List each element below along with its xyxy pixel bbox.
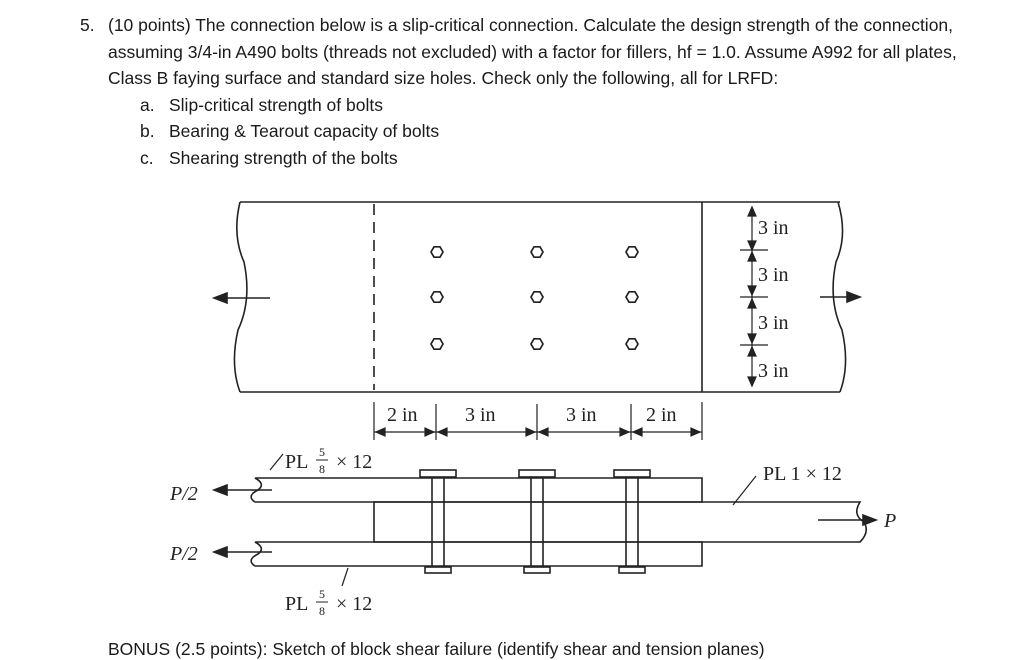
bonus-line-cut-off: BONUS (2.5 points): Sketch of block shea… (108, 639, 765, 659)
arrow-head (211, 291, 228, 305)
load-label-bottom: P/2 (169, 543, 198, 565)
bolt-hole (625, 245, 639, 259)
bolt-head (518, 469, 556, 478)
bolt-hole (430, 337, 444, 351)
dim-arrow (525, 427, 537, 437)
dim-label-v2: 3 in (758, 264, 789, 286)
break-line-left (233, 201, 248, 393)
label-suffix: × 12 (336, 593, 372, 615)
main-plate (373, 501, 868, 543)
bolt-hole (530, 337, 544, 351)
dim-arrow (747, 250, 757, 262)
statement-line-2: assuming 3/4-in A490 bolts (threads not … (108, 41, 957, 62)
load-arrow-top-left (211, 483, 272, 497)
dim-arrow (747, 345, 757, 357)
plan-load-arrow-right (820, 290, 863, 304)
label-suffix: × 12 (336, 451, 372, 473)
top-splice-plate (250, 477, 703, 503)
bolt-head (419, 469, 457, 478)
arrow-head (211, 483, 228, 497)
bolt-nut (618, 566, 646, 574)
label-prefix: PL (285, 451, 308, 473)
dim-label-h4: 2 in (646, 404, 677, 426)
dim-arrow (631, 427, 643, 437)
dim-arrow (690, 427, 702, 437)
dim-arrow (537, 427, 549, 437)
bolt-hole (530, 290, 544, 304)
dim-arrow (747, 285, 757, 297)
bolt-hole (430, 245, 444, 259)
item-text: Bearing & Tearout capacity of bolts (169, 121, 440, 141)
main-plate-label: PL 1 × 12 (763, 463, 842, 485)
dim-label-h3: 3 in (566, 404, 597, 426)
bolt (518, 469, 556, 574)
elevation-view (211, 453, 879, 587)
label-frac-den: 8 (319, 462, 325, 476)
vertical-dimensions: 3 in 3 in 3 in 3 in (740, 205, 789, 388)
problem-5: 5. (10 points) The connection below is a… (80, 12, 980, 171)
arrow-head (211, 545, 228, 559)
dim-arrow (747, 240, 757, 252)
dim-arrow (436, 427, 448, 437)
plate-label-bottom: PL 5 8 × 12 (285, 587, 372, 618)
leader-top-plate (269, 453, 284, 471)
dim-arrow (747, 333, 757, 345)
dim-arrow (747, 205, 757, 217)
problem-number: 5. (80, 15, 95, 35)
dim-arrow (747, 297, 757, 309)
item-text: Shearing strength of the bolts (169, 147, 398, 168)
dim-label-v1: 3 in (758, 217, 789, 239)
check-item-a: a. Slip-critical strength of bolts (140, 92, 980, 119)
bolt-hole (530, 245, 544, 259)
dim-arrow (424, 427, 436, 437)
arrow-head (862, 513, 879, 527)
bolt-nut (523, 566, 551, 574)
check-item-c: c. Shearing strength of the bolts (140, 145, 980, 172)
leader-bottom-plate (341, 567, 349, 587)
plan-view (211, 201, 863, 393)
check-list: a. Slip-critical strength of bolts b. Bear… (140, 92, 980, 172)
load-arrow-right (818, 513, 879, 527)
arrow-head (846, 290, 863, 304)
label-frac-num: 5 (319, 445, 325, 459)
bolt (419, 469, 457, 574)
bolt-hole (625, 290, 639, 304)
bolt-hole (625, 337, 639, 351)
dim-label-v3: 3 in (758, 312, 789, 334)
bolt (613, 469, 651, 574)
bolt-head (613, 469, 651, 478)
dim-arrow (747, 376, 757, 388)
label-frac-den: 8 (319, 604, 325, 618)
bolt-hole (430, 290, 444, 304)
statement-line-3: Class B faying surface and standard size… (108, 68, 779, 88)
statement-line-1: (10 points) The connection below is a sl… (108, 15, 954, 35)
check-item-b: b. Bearing & Tearout capacity of bolts (140, 118, 980, 145)
problem-statement: (10 points) The connection below is a sl… (108, 12, 980, 92)
label-frac-num: 5 (319, 587, 325, 601)
item-letter: a. (140, 94, 155, 115)
item-letter: b. (140, 121, 155, 141)
dim-label-h2: 3 in (465, 404, 496, 426)
label-prefix: PL (285, 593, 308, 615)
break-line-right (832, 201, 847, 393)
horizontal-dimensions: 2 in 3 in 3 in 2 in (373, 402, 703, 440)
load-label-right: P (883, 510, 896, 532)
item-text: Slip-critical strength of bolts (169, 94, 383, 115)
bottom-splice-plate (250, 541, 703, 567)
load-arrow-bottom-left (211, 545, 272, 559)
dim-arrow (619, 427, 631, 437)
dim-label-h1: 2 in (387, 404, 418, 426)
plan-load-arrow-left (211, 291, 270, 305)
plate-label-top: PL 5 8 × 12 (285, 445, 372, 476)
dim-label-v4: 3 in (758, 360, 789, 382)
dim-arrow (374, 427, 386, 437)
bolt-nut (424, 566, 452, 574)
leader-main-plate (732, 475, 757, 506)
load-label-top: P/2 (169, 483, 198, 505)
item-letter: c. (140, 147, 154, 168)
bolt-holes (430, 245, 639, 351)
